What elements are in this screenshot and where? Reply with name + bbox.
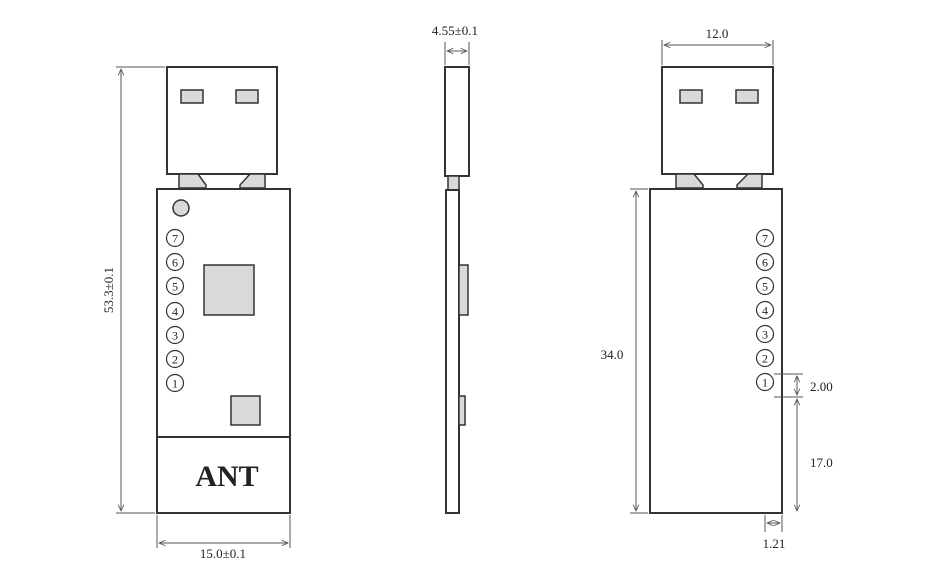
back-pin: 2 — [755, 348, 775, 368]
back-pin-label: 3 — [762, 328, 768, 342]
front-led — [172, 199, 190, 217]
front-pin-label: 6 — [172, 256, 178, 270]
pin-pitch-label: 2.00 — [810, 379, 833, 394]
antenna-label: ANT — [195, 460, 258, 493]
front-connector-tab-left — [178, 173, 207, 189]
back-pin-label: 2 — [762, 352, 768, 366]
back-pin-label: 7 — [762, 232, 768, 246]
front-pin-label: 7 — [172, 232, 178, 246]
side-usb-plug — [444, 66, 470, 177]
front-pin-label: 5 — [172, 280, 178, 294]
back-pin: 5 — [755, 276, 775, 296]
front-pin-label: 4 — [172, 305, 178, 319]
side-dimensions — [444, 42, 470, 65]
front-usb-contact-left — [180, 89, 204, 104]
back-dimensions — [630, 40, 803, 532]
front-usb-plug — [166, 66, 278, 175]
back-pin-label: 6 — [762, 256, 768, 270]
front-usb-contact-right — [235, 89, 259, 104]
back-pin: 3 — [755, 324, 775, 344]
front-pin: 5 — [165, 276, 185, 296]
front-pin: 4 — [165, 301, 185, 321]
back-pin-label: 5 — [762, 280, 768, 294]
side-view — [444, 66, 470, 514]
front-pin-list: 7 6 5 4 3 2 1 — [165, 228, 185, 393]
back-usb-plug — [661, 66, 774, 175]
side-connector-tab — [447, 175, 460, 191]
back-pin: 1 — [755, 372, 775, 392]
side-main-chip — [458, 264, 469, 316]
width-label: 15.0±0.1 — [200, 546, 246, 561]
back-usb-contact-right — [735, 89, 759, 104]
front-main-chip — [203, 264, 255, 316]
back-pin-label: 4 — [762, 304, 768, 318]
back-connector-tab-left — [675, 173, 704, 189]
back-pin: 6 — [755, 252, 775, 272]
front-pin: 6 — [165, 252, 185, 272]
back-pin-label: 1 — [762, 376, 768, 390]
edge-offset-label: 1.21 — [763, 536, 786, 551]
front-pin-label: 1 — [172, 377, 178, 391]
total-length-label: 53.3±0.1 — [101, 267, 116, 313]
back-pin-list: 7 6 5 4 3 2 1 — [755, 228, 775, 392]
body-length-label: 34.0 — [601, 347, 624, 362]
first-pin-offset-label: 17.0 — [810, 455, 833, 470]
front-pin-label: 2 — [172, 353, 178, 367]
side-small-chip — [458, 395, 466, 426]
front-small-chip — [230, 395, 261, 426]
back-pin: 4 — [755, 300, 775, 320]
front-pin: 3 — [165, 325, 185, 345]
front-dimensions — [116, 66, 291, 548]
front-pin-label: 3 — [172, 329, 178, 343]
thickness-label: 4.55±0.1 — [432, 23, 478, 38]
front-pin: 2 — [165, 349, 185, 369]
side-board — [445, 189, 460, 514]
back-pin: 7 — [755, 228, 775, 248]
usb-width-label: 12.0 — [706, 26, 729, 41]
front-pin: 7 — [165, 228, 185, 248]
back-connector-tab-right — [736, 173, 763, 189]
back-usb-contact-left — [679, 89, 703, 104]
front-pin: 1 — [165, 373, 185, 393]
front-connector-tab-right — [239, 173, 266, 189]
